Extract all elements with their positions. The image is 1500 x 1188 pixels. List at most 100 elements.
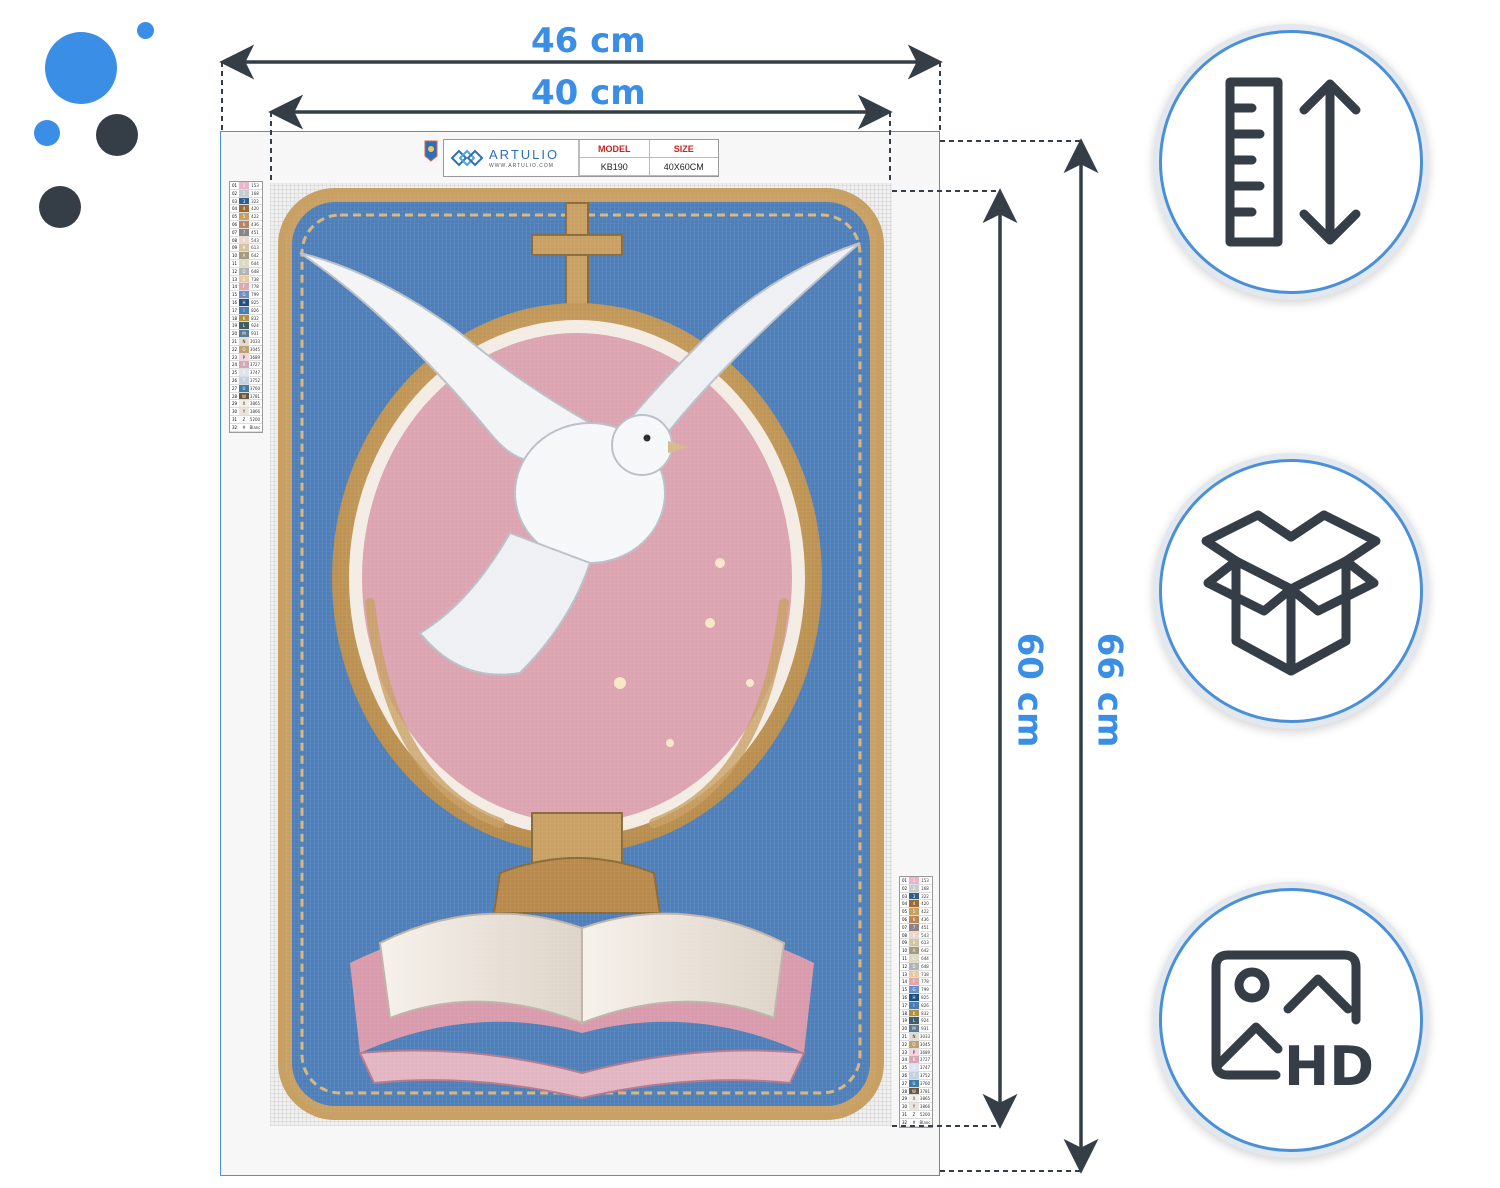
legend-number: 26: [901, 1072, 908, 1078]
legend-number: 02: [901, 885, 908, 891]
brand-block: ARTULIO WWW.ARTULIO.COM: [444, 140, 579, 176]
legend-code: 648: [251, 268, 259, 274]
legend-code: 3747: [919, 1065, 931, 1071]
decor-dot-dark-small: [39, 186, 81, 228]
legend-number: 31: [231, 416, 238, 422]
legend-symbol: 2: [239, 189, 249, 197]
legend-symbol: 8: [239, 236, 249, 244]
legend-number: 32: [231, 424, 238, 430]
legend-symbol: N: [239, 337, 249, 345]
legend-symbol: 4: [239, 205, 249, 213]
legend-code: 3760: [249, 385, 261, 391]
legend-code: Blanc: [919, 1119, 931, 1125]
legend-number: 09: [901, 940, 908, 946]
legend-symbol: Y: [909, 1103, 919, 1110]
legend-code: 3689: [249, 354, 261, 360]
legend-number: 05: [901, 909, 908, 915]
legend-code: 738: [251, 276, 259, 282]
legend-symbol: U: [239, 384, 249, 392]
legend-symbol: F: [909, 978, 919, 986]
legend-number: 27: [231, 385, 238, 391]
legend-symbol: 4: [909, 900, 919, 908]
inner-width-label: 40 cm: [531, 73, 646, 113]
legend-number: 09: [231, 245, 238, 251]
legend-number: 14: [231, 284, 238, 290]
product-header-box: ARTULIO WWW.ARTULIO.COM MODEL SIZE KB190…: [443, 139, 719, 177]
legend-code: 436: [921, 916, 929, 922]
legend-number: 14: [901, 979, 908, 985]
size-value: 40X60CM: [648, 158, 718, 176]
legend-code: 322: [921, 893, 929, 899]
legend-code: 799: [251, 292, 259, 298]
legend-symbol: S: [909, 1064, 919, 1071]
legend-number: 01: [901, 878, 908, 883]
legend-code: 3781: [249, 393, 261, 399]
legend-symbol: 9: [239, 244, 249, 252]
legend-number: 04: [231, 206, 238, 212]
legend-code: 3760: [919, 1080, 931, 1086]
legend-code: 3747: [249, 370, 261, 376]
legend-symbol: G: [239, 291, 249, 298]
legend-number: 04: [901, 901, 908, 907]
hd-feature-badge: HD: [1159, 888, 1423, 1152]
legend-code: 168: [921, 885, 929, 891]
legend-symbol: D: [239, 267, 249, 275]
legend-code: 832: [921, 1010, 929, 1016]
dimensions-feature-badge: [1159, 30, 1423, 294]
legend-code: 778: [251, 284, 259, 290]
legend-number: 10: [231, 253, 238, 259]
outer-width-label: 46 cm: [531, 21, 646, 61]
legend-symbol: O: [239, 345, 249, 353]
legend-code: 825: [251, 299, 259, 305]
legend-code: 3752: [249, 377, 261, 383]
legend-code: 543: [251, 237, 259, 243]
legend-number: 20: [901, 1026, 908, 1032]
legend-number: 13: [231, 276, 238, 282]
hd-label: HD: [1284, 1035, 1374, 1095]
legend-code: 826: [921, 1002, 929, 1008]
legend-symbol: Y: [239, 408, 249, 415]
legend-symbol: N: [909, 1032, 919, 1040]
legend-code: 420: [921, 901, 929, 907]
legend-symbol: 5: [239, 213, 249, 220]
legend-symbol: P: [909, 1048, 919, 1056]
legend-symbol: H: [909, 993, 919, 1001]
legend-code: 924: [921, 1018, 929, 1024]
legend-number: 24: [231, 362, 238, 368]
legend-code: 3045: [919, 1041, 931, 1047]
legend-number: 05: [231, 214, 238, 220]
decor-dot-dark-medium: [96, 114, 138, 156]
legend-code: 3866: [249, 409, 261, 415]
legend-code: 3033: [919, 1033, 931, 1039]
legend-number: 11: [901, 955, 908, 961]
ruler-height-icon: [1225, 77, 1361, 247]
legend-code: 5200: [919, 1111, 931, 1117]
legend-number: 28: [901, 1088, 908, 1094]
legend-symbol: 5: [909, 908, 919, 915]
legend-code: 3727: [919, 1057, 931, 1063]
legend-symbol: #: [239, 423, 249, 431]
artwork: [278, 188, 884, 1120]
legend-symbol: 2: [909, 884, 919, 892]
legend-number: 20: [231, 331, 238, 337]
legend-number: 27: [901, 1080, 908, 1086]
legend-number: 07: [901, 924, 908, 930]
